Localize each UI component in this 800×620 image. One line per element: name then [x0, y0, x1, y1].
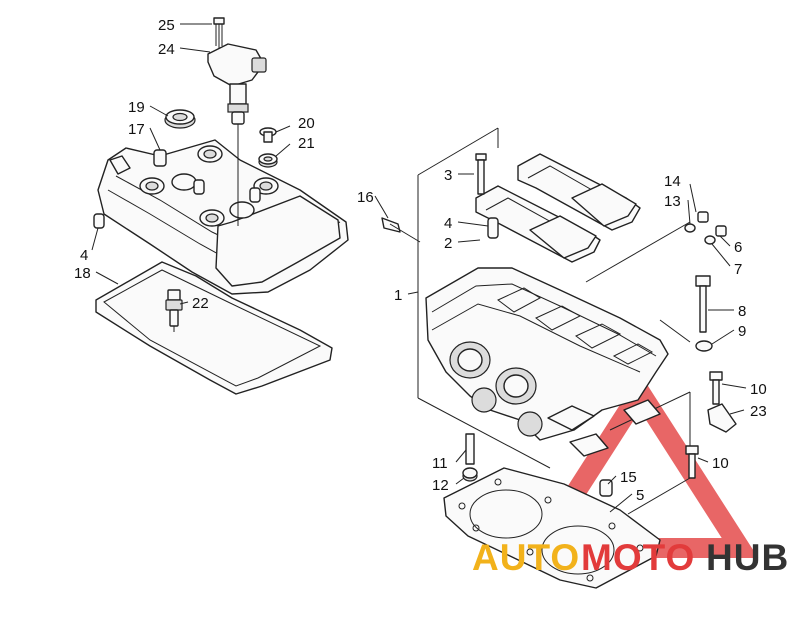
dowel-pin-left	[93, 213, 105, 229]
callout-22: 22	[192, 295, 209, 312]
watermark-hub: HUB	[706, 537, 789, 578]
callout-4-left: 4	[80, 247, 88, 264]
bracket-bolt-lower	[685, 445, 699, 479]
watermark-auto: AUTO	[472, 537, 580, 578]
callout-5: 5	[636, 487, 644, 504]
callout-12: 12	[432, 477, 449, 494]
ignition-coil	[207, 43, 267, 226]
callout-1: 1	[394, 287, 402, 304]
watermark-moto: MOTO	[581, 537, 695, 578]
callout-19: 19	[128, 99, 145, 116]
callout-24: 24	[158, 41, 175, 58]
callout-20: 20	[298, 115, 315, 132]
oil-seal	[164, 109, 196, 129]
cover-screw	[259, 127, 277, 143]
callout-7: 7	[734, 261, 742, 278]
oil-line-fittings	[684, 211, 727, 245]
head-gasket	[443, 467, 661, 589]
callout-17: 17	[128, 121, 145, 138]
spark-plug	[165, 289, 183, 332]
mounting-bracket	[707, 403, 737, 433]
callout-6: 6	[734, 239, 742, 256]
watermark-text: AUTO MOTO HUB	[472, 537, 789, 578]
leader-lines	[91, 23, 747, 513]
valve-cover-gasket	[95, 261, 333, 395]
coil-bolt	[213, 17, 225, 48]
callout-14: 14	[664, 173, 681, 190]
head-bolt-washer	[695, 340, 713, 352]
callout-8: 8	[738, 303, 746, 320]
camshaft-holder-front	[475, 185, 601, 263]
assembly-bracket-lines	[417, 127, 691, 515]
head-stud	[465, 433, 475, 465]
callout-23: 23	[750, 403, 767, 420]
callout-3: 3	[444, 167, 452, 184]
cylinder-head	[425, 267, 669, 457]
callout-13: 13	[664, 193, 681, 210]
callout-4-right: 4	[444, 215, 452, 232]
callout-18: 18	[74, 265, 91, 282]
cam-cap-bolt	[475, 153, 487, 195]
callout-15: 15	[620, 469, 637, 486]
callout-21: 21	[298, 135, 315, 152]
callout-labels: 25 24 19 17 20 21 4 18 22 16 1 3 4 2 14 …	[74, 17, 767, 504]
callout-2: 2	[444, 235, 452, 252]
callout-25: 25	[158, 17, 175, 34]
callout-9: 9	[738, 323, 746, 340]
head-dowel-pin	[599, 479, 613, 497]
camshaft-holder-rear	[517, 153, 641, 231]
callout-16: 16	[357, 189, 374, 206]
callout-10-lower: 10	[712, 455, 729, 472]
head-bolt	[695, 275, 711, 333]
dowel-pin-right	[487, 217, 499, 239]
valve-cover	[97, 139, 349, 295]
callout-11: 11	[432, 455, 448, 472]
stud-bolt	[381, 217, 421, 243]
bracket-bolt-upper	[709, 371, 723, 405]
stud-nut	[462, 467, 478, 482]
callout-10-upper: 10	[750, 381, 767, 398]
cover-grommet	[258, 153, 278, 168]
